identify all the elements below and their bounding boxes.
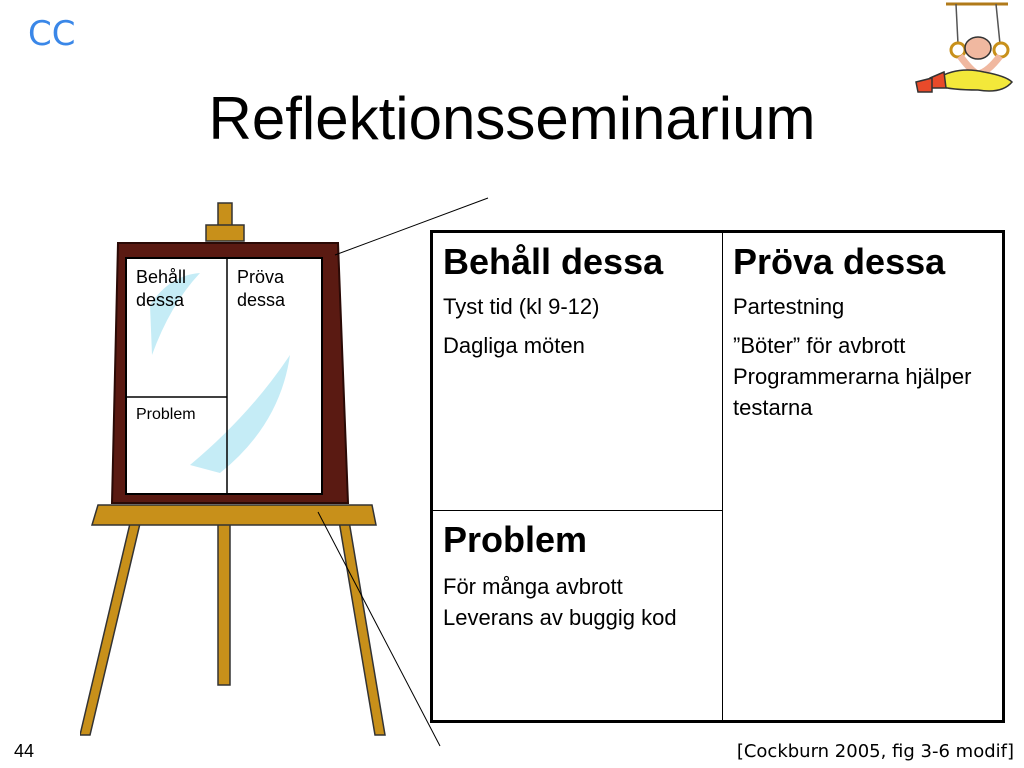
mini-board-try-label: Pröva dessa: [237, 267, 286, 310]
mini-board-problem-label: Problem: [136, 406, 196, 423]
keep-heading: Behåll dessa: [443, 241, 664, 282]
mini-board-keep-label: Behåll dessa: [136, 267, 187, 310]
gymnast-rings-icon: [915, 2, 1014, 93]
logo: CC: [28, 14, 76, 54]
try-heading: Pröva dessa: [733, 241, 946, 282]
keep-cell: Behåll dessa Tyst tid (kl 9-12) Dagliga …: [433, 233, 723, 511]
problem-item: För många avbrott Leverans av buggig kod: [443, 574, 677, 630]
keep-item: Dagliga möten: [443, 333, 585, 358]
problem-cell: Problem För många avbrott Leverans av bu…: [433, 511, 723, 720]
page-number: 44: [14, 741, 35, 761]
citation: [Cockburn 2005, fig 3-6 modif]: [736, 741, 1014, 762]
keep-item: Tyst tid (kl 9-12): [443, 294, 600, 319]
try-item: Partestning: [733, 294, 845, 319]
try-item: ”Böter” för avbrott Programmerarna hjälp…: [733, 333, 972, 420]
easel-icon: [80, 202, 386, 736]
page-title: Reflektionsseminarium: [208, 85, 816, 152]
try-cell: Pröva dessa Partestning ”Böter” för avbr…: [723, 233, 1002, 720]
retrospective-table: Behåll dessa Tyst tid (kl 9-12) Dagliga …: [430, 230, 1005, 723]
problem-heading: Problem: [443, 519, 588, 560]
